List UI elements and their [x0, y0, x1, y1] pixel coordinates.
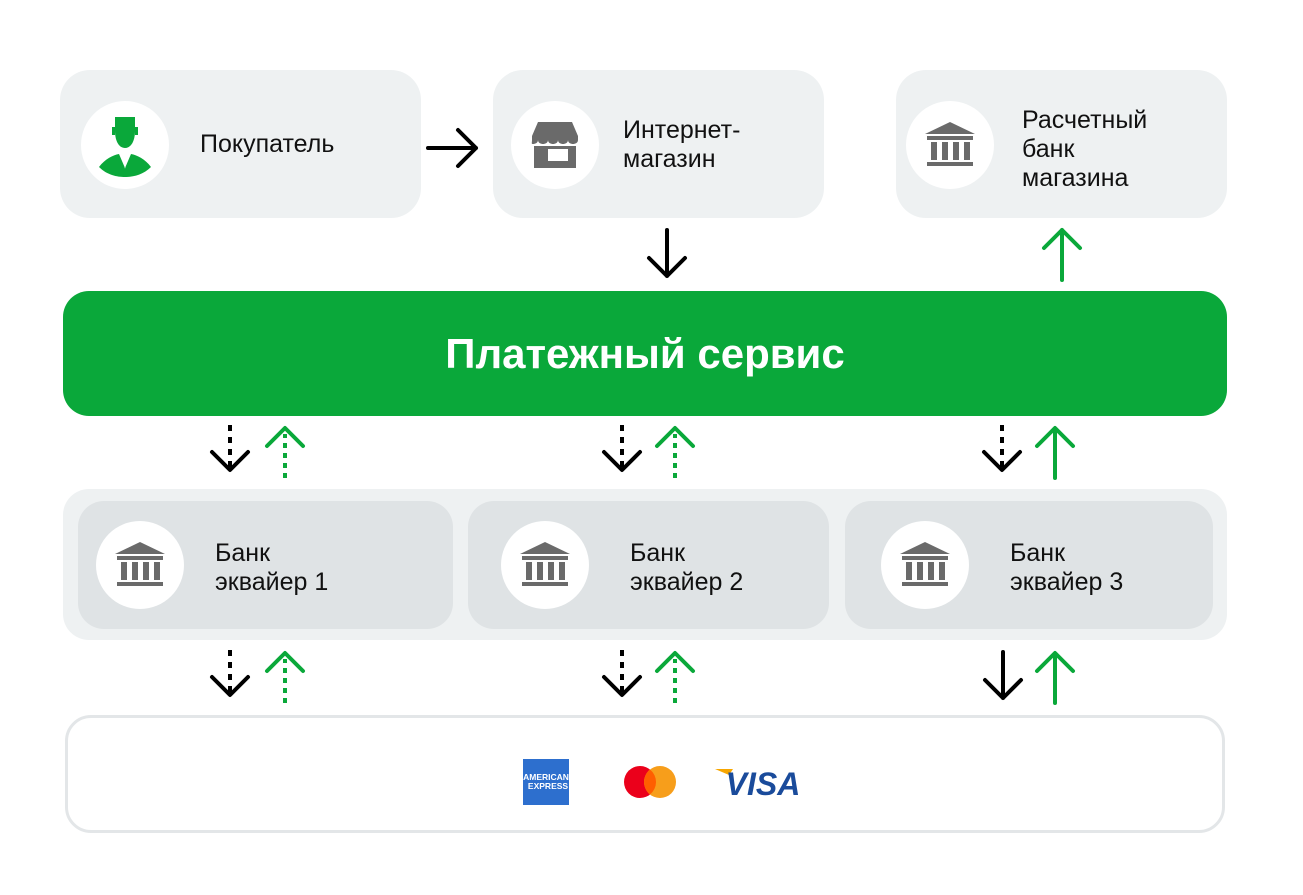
amex-logo: AMERICAN EXPRESS	[523, 759, 569, 805]
arrow-right-buyer-to-shop	[426, 128, 478, 168]
arrow-down-dashed-acquirer-1-to-cards	[210, 650, 250, 697]
shop-label-line: магазин	[623, 145, 716, 173]
acquirer-node-2: Банк эквайер 2	[468, 501, 829, 629]
amex-logo-text: EXPRESS	[528, 781, 568, 791]
arrow-down-dashed-service-to-acquirer-1	[210, 425, 250, 472]
acquirer-label: Банк эквайер 1	[215, 539, 328, 597]
buyer-node: Покупатель	[60, 70, 421, 218]
settlement-bank-label-line: магазина	[1022, 164, 1129, 192]
shop-label: Интернет- магазин	[623, 116, 740, 174]
arrow-up-acquirer-3-to-service	[1035, 426, 1075, 480]
arrow-up-dotted-acquirer-2-to-service	[655, 426, 695, 478]
acquirer-label-line: Банк	[1010, 539, 1066, 567]
arrow-up-service-to-settlement-bank	[1042, 228, 1082, 282]
arrow-up-dotted-cards-to-acquirer-1	[265, 651, 305, 703]
mastercard-logo	[624, 766, 676, 798]
store-icon	[511, 101, 599, 189]
payment-service-label: Платежный сервис	[445, 329, 845, 377]
arrow-down-dashed-service-to-acquirer-3	[982, 425, 1022, 472]
settlement-bank-label-line: банк	[1022, 135, 1075, 163]
arrow-up-dotted-cards-to-acquirer-2	[655, 651, 695, 703]
bank-icon	[906, 101, 994, 189]
buyer-label: Покупатель	[200, 130, 335, 158]
arrow-up-dotted-acquirer-1-to-service	[265, 426, 305, 478]
arrow-down-dashed-acquirer-2-to-cards	[602, 650, 642, 697]
bank-icon	[881, 521, 969, 609]
bank-icon	[501, 521, 589, 609]
acquirer-label-line: эквайер 3	[1010, 568, 1124, 596]
acquirer-label-line: эквайер 1	[215, 568, 329, 596]
amex-logo-text: AMERICAN	[523, 772, 569, 782]
acquirer-label: Банк эквайер 3	[1010, 539, 1123, 597]
settlement-bank-label: Расчетный банк магазина	[1022, 106, 1147, 193]
visa-logo: VISA	[715, 766, 801, 799]
acquirer-label: Банк эквайер 2	[630, 539, 743, 597]
bank-icon	[96, 521, 184, 609]
acquirer-label-line: эквайер 2	[630, 568, 744, 596]
shop-node: Интернет- магазин	[493, 70, 824, 218]
acquirer-node-3: Банк эквайер 3	[845, 501, 1213, 629]
visa-logo-text: VISA	[726, 766, 801, 799]
payment-service-node: Платежный сервис	[63, 291, 1227, 416]
card-networks-node: AMERICAN EXPRESS VISA	[65, 715, 1225, 833]
user-icon	[81, 101, 169, 189]
acquirer-label-line: Банк	[630, 539, 686, 567]
shop-label-line: Интернет-	[623, 116, 741, 144]
settlement-bank-label-line: Расчетный	[1022, 106, 1148, 134]
arrow-down-dashed-service-to-acquirer-2	[602, 425, 642, 472]
arrow-down-shop-to-service	[647, 228, 687, 278]
arrow-up-cards-to-acquirer-3	[1035, 651, 1075, 705]
acquirer-label-line: Банк	[215, 539, 271, 567]
acquirer-node-1: Банк эквайер 1	[78, 501, 453, 629]
settlement-bank-node: Расчетный банк магазина	[896, 70, 1227, 218]
arrow-down-acquirer-3-to-cards	[983, 650, 1023, 700]
